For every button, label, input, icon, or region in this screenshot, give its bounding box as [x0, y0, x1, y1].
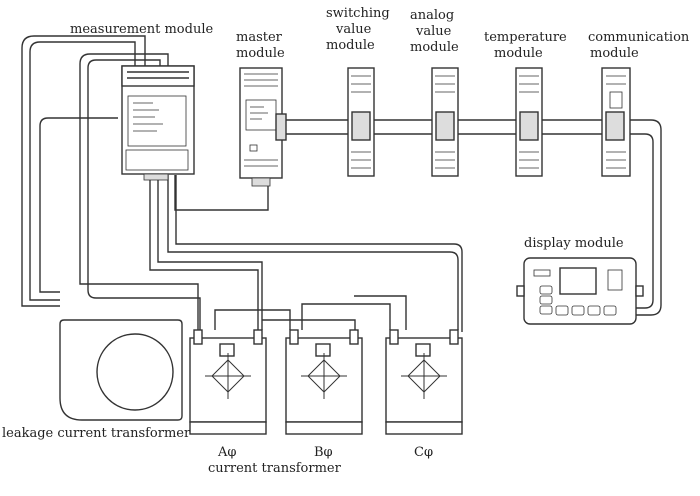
master-module-label-line2: module: [236, 46, 285, 61]
temperature-module-label-line2: module: [494, 46, 543, 61]
communication-module-label-line1: communication: [588, 30, 690, 45]
measurement-module: [121, 65, 195, 181]
switching-value-module: [347, 67, 375, 177]
analog-module-label-line3: module: [410, 40, 459, 55]
current-transformer-a: [189, 329, 267, 435]
phase-c-label: Cφ: [414, 445, 434, 460]
switching-module-label-line1: switching: [326, 6, 390, 21]
communication-module-label-line2: module: [590, 46, 639, 61]
master-module: [239, 67, 287, 187]
phase-b-label: Bφ: [314, 445, 333, 460]
communication-module: [601, 67, 631, 177]
current-transformer-b: [285, 329, 363, 435]
temperature-module: [515, 67, 543, 177]
display-module: [516, 257, 644, 325]
analog-value-module: [431, 67, 459, 177]
leakage-wiring: [21, 35, 146, 307]
ct-wiring: [79, 53, 463, 332]
display-module-label: display module: [524, 236, 624, 251]
switching-module-label-line3: module: [326, 38, 375, 53]
analog-module-label-line2: value: [416, 24, 452, 39]
switching-module-label-line2: value: [336, 22, 372, 37]
leakage-transformer: [59, 319, 183, 421]
temperature-module-label-line1: temperature: [484, 30, 567, 45]
analog-module-label-line1: analog: [410, 8, 455, 23]
leakage-transformer-label: leakage current transformer: [2, 426, 191, 441]
master-module-label-line1: master: [236, 30, 282, 45]
measurement-module-label: measurement module: [70, 22, 214, 37]
phase-a-label: Aφ: [218, 445, 237, 460]
current-transformer-label: current transformer: [208, 461, 341, 476]
current-transformer-c: [385, 329, 463, 435]
